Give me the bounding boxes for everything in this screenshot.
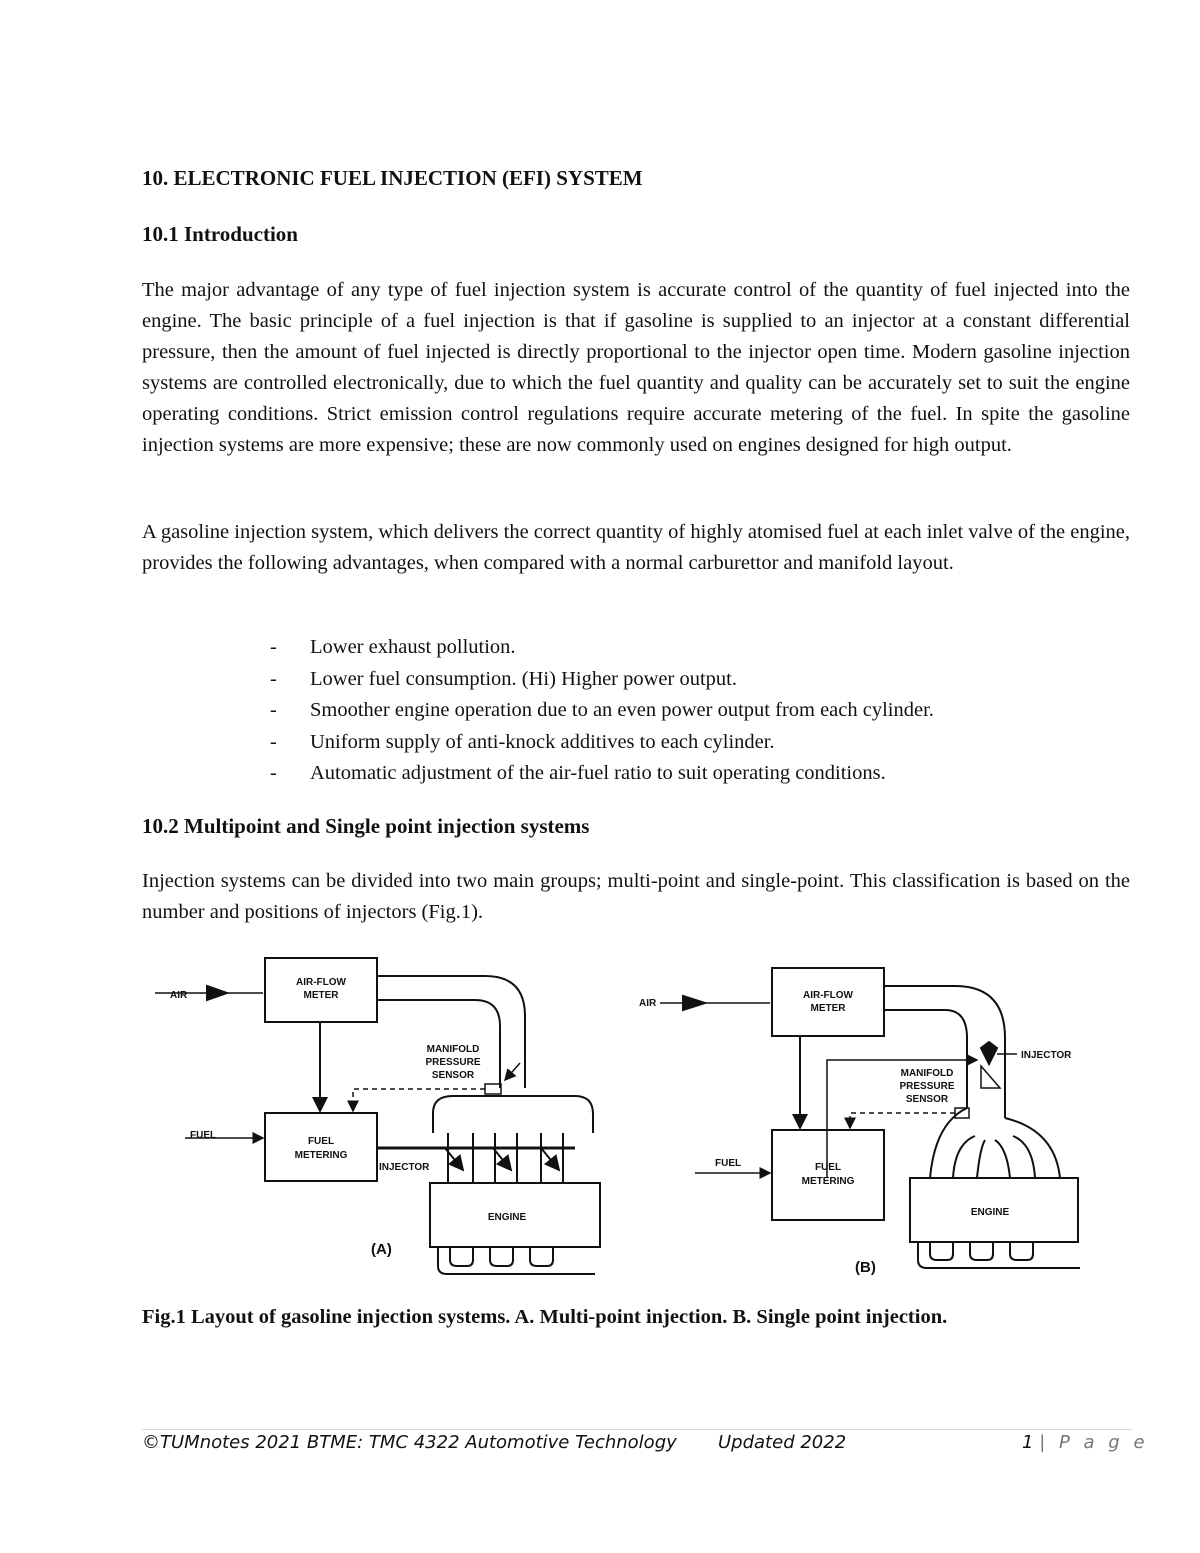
air-arrow-icon [682, 994, 709, 1012]
injector-icon [492, 1147, 513, 1172]
injector-label: INJECTOR [1021, 1050, 1072, 1061]
injector-icon [444, 1147, 465, 1172]
figure-caption: Fig.1 Layout of gasoline injection syste… [142, 1306, 948, 1328]
fuel-metering-box [771, 1129, 885, 1221]
manifold-sensor-label: MANIFOLD [901, 1068, 954, 1079]
advantages-list: -Lower exhaust pollution. -Lower fuel co… [270, 632, 934, 790]
air-flow-meter-box [771, 967, 885, 1037]
list-item: -Automatic adjustment of the air-fuel ra… [270, 762, 886, 784]
list-item-text: Lower fuel consumption. (Hi) Higher powe… [310, 667, 737, 690]
list-item: -Smoother engine operation due to an eve… [270, 699, 934, 721]
air-label: AIR [170, 990, 188, 1001]
injector-icon [540, 1147, 561, 1172]
page-label: | P a g e [1039, 1432, 1149, 1453]
footer-course-info: ©TUMnotes 2021 BTME: TMC 4322 Automotive… [142, 1432, 677, 1453]
engine-block-a [429, 1182, 601, 1248]
efi-layout-figure: AIR AIR-FLOW METER MANIFOLD PRESSURE SEN… [155, 957, 1080, 1276]
manifold-sensor-label: MANIFOLD [427, 1044, 480, 1055]
section-heading-introduction: 10.1 Introduction [142, 222, 298, 246]
footer-page: 1 | P a g e [1022, 1432, 1149, 1453]
manifold-sensor-label: SENSOR [906, 1094, 949, 1105]
footer-updated: Updated 2022 [718, 1432, 847, 1453]
air-flow-meter-label: AIR-FLOW [296, 977, 347, 988]
footer-divider [142, 1429, 1132, 1430]
diagram-a-labels: AIR AIR-FLOW METER MANIFOLD PRESSURE SEN… [170, 977, 526, 1258]
fuel-metering-label: METERING [295, 1150, 348, 1161]
injector-label: INJECTOR [379, 1162, 430, 1173]
diagram-a-multipoint [155, 957, 601, 1275]
engine-label: ENGINE [488, 1212, 527, 1223]
intro-paragraph: The major advantage of any type of fuel … [142, 279, 1130, 456]
list-item-text: Automatic adjustment of the air-fuel rat… [310, 762, 886, 784]
injector-icon [979, 1040, 999, 1067]
diagram-b-label: (B) [855, 1259, 876, 1276]
diagram-b-labels: AIR AIR-FLOW METER INJECTOR MANIFOLD PRE… [639, 990, 1072, 1276]
fuel-label: FUEL [715, 1158, 741, 1169]
list-item-text: Smoother engine operation due to an even… [310, 699, 934, 721]
diagram-b-single-point [660, 967, 1080, 1269]
list-item: -Lower exhaust pollution. [270, 636, 516, 658]
fuel-label: FUEL [190, 1130, 216, 1141]
list-item-text: Lower exhaust pollution. [310, 636, 516, 658]
fuel-metering-label: METERING [802, 1176, 855, 1187]
list-item: -Lower fuel consumption. (Hi) Higher pow… [270, 667, 737, 690]
manifold-sensor-label: SENSOR [432, 1070, 475, 1081]
air-flow-meter-label: METER [811, 1003, 847, 1014]
page-number: 1 [1022, 1432, 1034, 1453]
fuel-metering-label: FUEL [308, 1136, 334, 1147]
diagram-a-label: (A) [371, 1241, 392, 1258]
engine-label: ENGINE [971, 1207, 1010, 1218]
list-item: -Uniform supply of anti-knock additives … [270, 730, 775, 753]
fuel-metering-box [264, 1112, 378, 1182]
manifold-sensor-label: PRESSURE [899, 1081, 954, 1092]
pressure-sensor-icon [484, 1083, 502, 1095]
manifold-sensor-label: PRESSURE [425, 1057, 480, 1068]
air-flow-meter-label: AIR-FLOW [803, 990, 854, 1001]
section-heading-injection-systems: 10.2 Multipoint and Single point injecti… [142, 814, 590, 838]
injection-systems-paragraph: Injection systems can be divided into tw… [142, 870, 1130, 923]
advantages-paragraph: A gasoline injection system, which deliv… [142, 521, 1130, 574]
list-item-text: Uniform supply of anti-knock additives t… [310, 730, 775, 753]
air-label: AIR [639, 998, 657, 1009]
fuel-metering-label: FUEL [815, 1162, 841, 1173]
air-arrow-icon [206, 984, 231, 1002]
chapter-heading: 10. ELECTRONIC FUEL INJECTION (EFI) SYST… [142, 166, 643, 190]
air-flow-meter-label: METER [304, 990, 340, 1001]
